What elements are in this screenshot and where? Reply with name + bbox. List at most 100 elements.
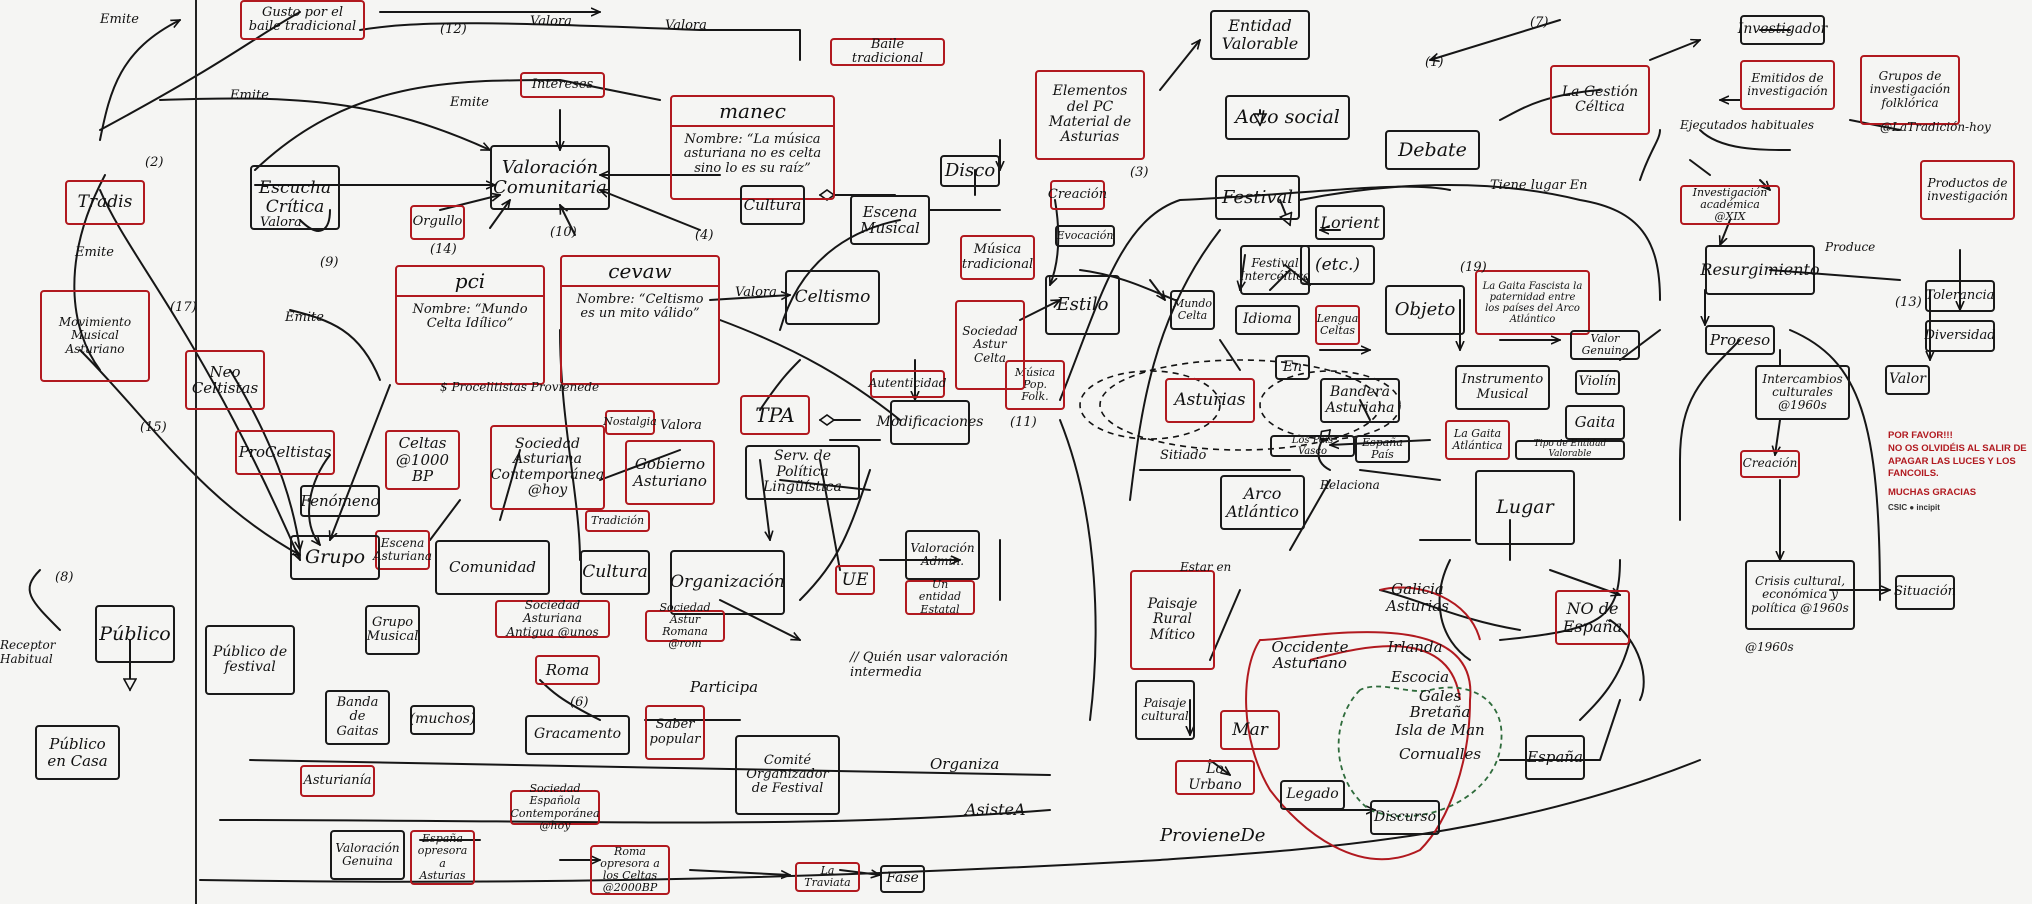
node-asturiania: Asturianía	[300, 765, 375, 797]
node-estilo: Estilo	[1045, 275, 1120, 335]
note-line-3: MUCHAS GRACIAS	[1888, 487, 1977, 499]
node-valor: Valor	[1885, 365, 1930, 395]
edge-label-emite-4: Emite	[285, 310, 324, 325]
edge-label-n3: (3)	[1130, 165, 1149, 180]
node-entidad-valorable: Entidad Valorable	[1210, 10, 1310, 60]
node-un-entidad: Un entidad Estatal	[905, 579, 975, 615]
edge-label-receptor: Receptor Habitual	[0, 638, 56, 666]
node-fase: Fase	[880, 865, 925, 893]
edge-label-n1: (1)	[1425, 55, 1444, 70]
node-no-espana: NO de España	[1555, 590, 1630, 645]
node-publico-festival: Público de festival	[205, 625, 295, 695]
edge-label-participa: Participa	[690, 678, 759, 696]
edge-label-relaciona: Relaciona	[1320, 478, 1380, 492]
edge-label-n8: (8)	[55, 570, 74, 585]
node-legado: Legado	[1280, 780, 1345, 810]
node-escena-asturiana: Escena Asturiana	[373, 530, 432, 570]
edge-label-la-tradicion: @LaTradición-hoy	[1880, 120, 1991, 134]
node-tolerancia: Tolerancia	[1925, 280, 1995, 312]
edge-label-emite-5: Emite	[450, 95, 489, 110]
node-soc-antigua: Sociedad Asturiana Antigua @unos	[495, 599, 610, 638]
edge-label-n19: (19)	[1460, 260, 1487, 275]
manec-body: Nombre: “La música asturiana no es celta…	[683, 132, 822, 176]
node-banda-gaitas: Banda de Gaitas	[325, 690, 390, 745]
node-arco-atlantico: Arco Atlántico	[1220, 475, 1305, 530]
node-modificaciones: Modificaciones	[877, 400, 983, 445]
node-soc-espanola: Sociedad Española Contemporánea @hoy	[510, 782, 600, 832]
node-isla-man: Isla de Man	[1395, 720, 1485, 739]
edge-label-n7: (7)	[1530, 15, 1549, 30]
pci-body: Nombre: “Mundo Celta Idílico”	[412, 302, 528, 332]
edge-label-n17: (17)	[170, 300, 197, 315]
node-bandera: Bandera Asturiana	[1320, 378, 1400, 423]
node-gusto: Gusto por el baile tradicional	[240, 0, 365, 40]
node-cultura2: Cultura	[580, 550, 650, 595]
manec-title: manec	[672, 97, 833, 127]
node-situacion: Situación	[1894, 575, 1956, 610]
node-proceso: Proceso	[1705, 325, 1775, 355]
reminder-note: POR FAVOR!!! NO OS OLVIDÉIS AL SALIR DE …	[1888, 430, 2028, 514]
node-intercambios: Intercambios culturales @1960s	[1755, 365, 1850, 420]
node-gaita: Gaita	[1565, 405, 1625, 440]
node-discurso: Discurso	[1370, 800, 1440, 835]
node-irlanda: Irlanda	[1387, 637, 1443, 656]
node-espana-pais: España País	[1355, 435, 1410, 463]
node-grupo-musical: Grupo Musical	[365, 605, 420, 655]
node-gestion-celtica: La Gestión Céltica	[1550, 65, 1650, 135]
edge-label-n12: (12)	[440, 22, 467, 37]
edge-label-valora-5: Valora	[660, 418, 702, 433]
node-objeto: Objeto	[1385, 285, 1465, 335]
node-roma-opresora: Roma opresora a los Celtas @2000BP	[590, 845, 670, 895]
node-comunidad: Comunidad	[435, 540, 550, 595]
edge-label-emite-1: Emite	[100, 12, 139, 27]
edge-label-tiene-lugar: Tiene lugar En	[1490, 178, 1588, 193]
node-sociedad-asturiana: Sociedad Asturiana Contemporánea @hoy	[490, 425, 605, 510]
node-lugar: Lugar	[1475, 470, 1575, 545]
node-gracamento: Gracamento	[525, 715, 630, 755]
node-baile-tradicional: Baile tradicional	[830, 37, 945, 66]
edge-label-n6: (6)	[570, 695, 589, 710]
cevaw-title: cevaw	[562, 257, 718, 287]
node-resurgimiento: Resurgimiento	[1700, 245, 1820, 295]
node-roma: Roma	[535, 655, 600, 685]
node-publico-casa: Público en Casa	[35, 725, 120, 780]
node-instrumento: Instrumento Musical	[1455, 365, 1550, 410]
node-emitidos: Emitidos de investigación	[1740, 60, 1835, 110]
node-paisaje-rural: Paisaje Rural Mítico	[1130, 570, 1215, 670]
node-soc-astur-roma: Sociedad Astur Romana @rom	[645, 601, 725, 650]
node-intereses: Intereses	[520, 72, 605, 98]
node-mundo-celta: Mundo Celta	[1170, 290, 1215, 330]
node-violin: Violín	[1575, 370, 1620, 395]
node-escucha: Escucha Crítica	[250, 165, 340, 230]
edge-label-n2: (2)	[145, 155, 164, 170]
node-espana: España	[1525, 735, 1585, 780]
node-paisaje-cultural: Paisaje cultural	[1135, 680, 1195, 740]
edge-label-organiza: Organiza	[930, 755, 1000, 773]
edge-label-asiste: AsisteA	[965, 800, 1026, 819]
node-la-traviata: La Traviata	[795, 862, 860, 892]
node-tradicion: Tradición	[585, 510, 650, 532]
node-publico: Público	[95, 605, 175, 663]
board-divider	[195, 0, 197, 904]
node-productos: Productos de investigación	[1920, 160, 2015, 220]
edge-label-proviene: ProvieneDe	[1160, 825, 1266, 846]
node-la-gaita-atlantica: La Gaita Atlántica	[1445, 420, 1510, 460]
node-valoracion-admin: Valoración Admin.	[905, 530, 980, 580]
node-gales-bretana: Gales Bretaña	[1409, 686, 1471, 721]
node-acto-social: Acto social	[1225, 95, 1350, 140]
cevaw-body: Nombre: “Celtismo es un mito válido”	[576, 292, 704, 322]
edge-label-valora-4: Valora	[735, 285, 777, 300]
node-grupo: Grupo	[290, 535, 380, 580]
node-musica-tradicional: Música tradicional	[960, 235, 1035, 280]
node-investigador: Investigador	[1738, 15, 1827, 45]
node-valoracion-comunitaria: Valoración Comunitaria	[490, 145, 610, 210]
edge-label-n15: (15)	[140, 420, 167, 435]
node-festival-intercultico: Festival Intercéltico	[1240, 245, 1310, 295]
node-musica-pop: Música Pop. Folk.	[1005, 360, 1065, 410]
edge-label-valora-3: Valora	[260, 215, 302, 230]
node-debate: Debate	[1385, 130, 1480, 170]
node-celtismo: Celtismo	[785, 270, 880, 325]
edge-label-valora-2: Valora	[665, 18, 707, 33]
edge-label-produce: Produce	[1825, 240, 1876, 254]
node-neo-celtistas: Neo Celtistas	[185, 350, 265, 410]
